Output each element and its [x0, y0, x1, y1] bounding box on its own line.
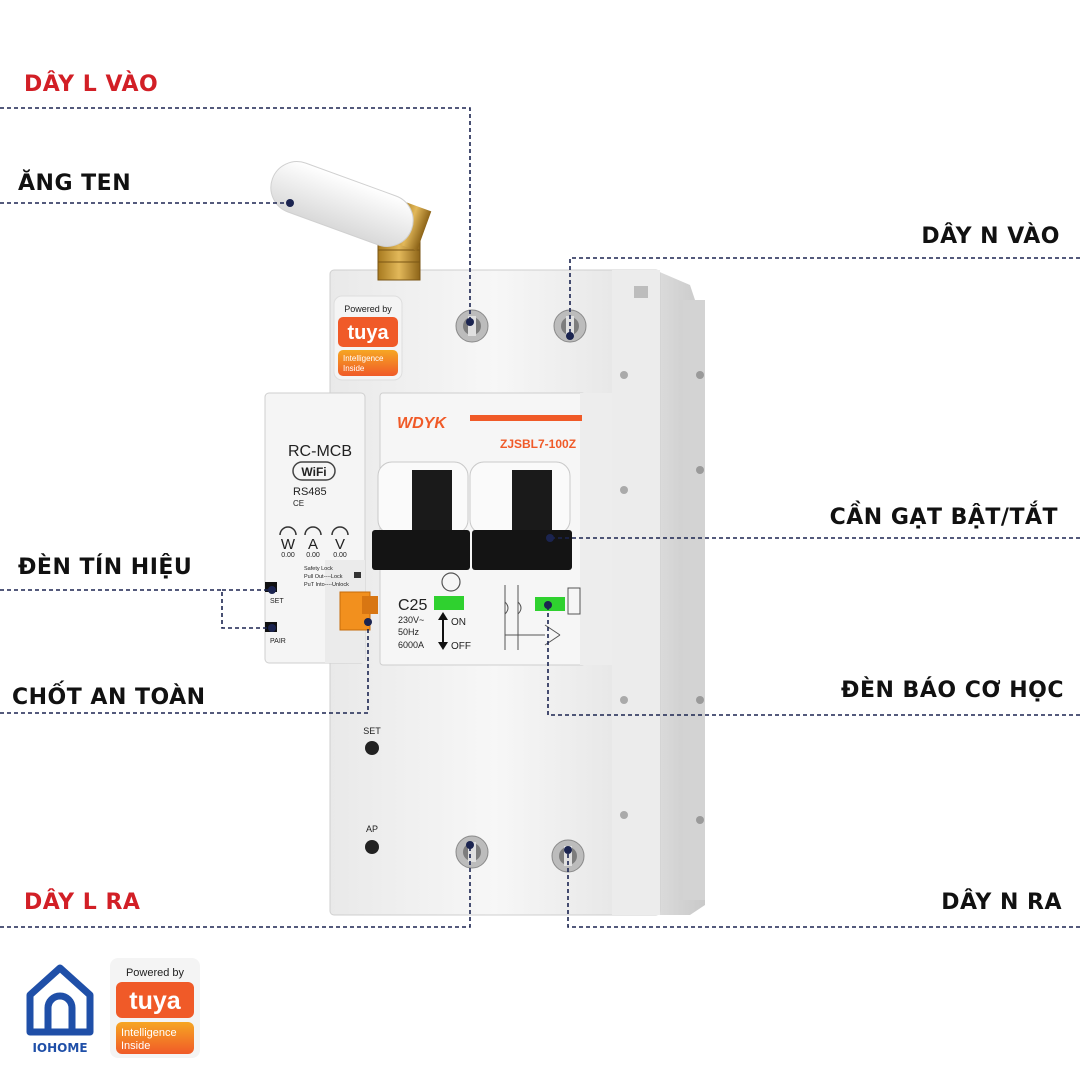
device-tuya-badge: Powered by tuya Intelligence Inside — [333, 295, 403, 381]
module-ce-mark: CE — [293, 499, 304, 508]
terminal-l-in — [455, 309, 489, 343]
module-title: RC-MCB — [288, 443, 352, 460]
lower-ap-label: AP — [366, 824, 378, 834]
callout-l-in: DÂY L VÀO — [24, 72, 159, 97]
line-n-out — [567, 850, 1080, 928]
breaker-model: ZJSBL7-100Z — [500, 437, 576, 451]
device-tuya-tagline-2: Inside — [343, 364, 365, 373]
callout-n-in: DÂY N VÀO — [921, 224, 1060, 249]
meter-symbol-w: W — [281, 536, 296, 553]
line-signal-light — [0, 589, 272, 629]
module-wifi-label: WiFi — [301, 465, 326, 479]
callout-mech-indicator: ĐÈN BÁO CƠ HỌC — [841, 678, 1064, 703]
line-l-out — [0, 845, 471, 928]
lower-set-label: SET — [363, 726, 381, 736]
lower-buttons: SET AP — [363, 726, 381, 854]
smart-module: RC-MCB WiFi RS485 CE W 0.00 A 0.00 V 0.0… — [264, 392, 378, 664]
tuya-logo: Powered by tuya Intelligence Inside — [110, 958, 200, 1058]
tuya-logo-tagline-2: Inside — [121, 1040, 150, 1052]
meter-value-a: 0.00 — [306, 552, 320, 559]
safety-lock-line-2: PuT Into----Unlock — [304, 582, 349, 588]
lower-ap-button — [365, 840, 379, 854]
callout-lever: CẦN GẠT BẬT/TẮT — [829, 505, 1058, 530]
device-side-panel — [655, 270, 705, 915]
meter-value-v: 0.00 — [333, 552, 347, 559]
safety-lock-title: Safety Lock — [304, 566, 333, 572]
meter-value-w: 0.00 — [281, 552, 295, 559]
callout-safety-lock: CHỐT AN TOÀN — [12, 685, 206, 710]
iohome-logo: IOHOME — [26, 964, 94, 1055]
iohome-wordmark: IOHOME — [32, 1041, 87, 1055]
callout-antenna: ĂNG TEN — [18, 171, 132, 196]
module-set-label: SET — [270, 598, 284, 605]
meter-readouts: W 0.00 A 0.00 V 0.00 — [279, 526, 349, 559]
breaker-lever — [372, 461, 572, 570]
line-mech-indicator — [547, 605, 1080, 716]
breaker-spec-voltage: 230V~ — [398, 615, 424, 625]
meter-symbol-v: V — [335, 536, 345, 553]
tuya-logo-tagline-1: Intelligence — [121, 1027, 177, 1039]
tuya-logo-powered-by: Powered by — [126, 967, 185, 979]
tuya-logo-brand: tuya — [129, 987, 182, 1015]
device-tuya-powered-by: Powered by — [344, 304, 392, 314]
callout-dots — [268, 199, 574, 854]
breaker-spec-capacity: 6000A — [398, 640, 424, 650]
breaker-logo: WDYK — [397, 415, 447, 432]
line-n-in — [569, 257, 1080, 338]
safety-lock-line-1: Pull Out----Lock — [304, 574, 343, 580]
line-safety-lock — [0, 622, 369, 714]
callout-lines — [0, 107, 1080, 928]
meter-symbol-a: A — [308, 536, 318, 553]
lower-set-button — [365, 741, 379, 755]
module-protocol: RS485 — [293, 486, 327, 498]
device-tuya-tagline-1: Intelligence — [343, 354, 384, 363]
breaker-off-label: OFF — [451, 641, 471, 652]
device-tuya-brand: tuya — [347, 322, 389, 344]
breaker-status-indicator — [434, 596, 464, 610]
breaker-spec-frequency: 50Hz — [398, 627, 420, 637]
callout-l-out: DÂY L RA — [24, 890, 141, 915]
breaker-rating: C25 — [398, 597, 427, 614]
terminal-l-out — [455, 835, 489, 869]
line-l-in — [0, 107, 471, 325]
antenna-icon — [270, 161, 432, 281]
callout-signal-light: ĐÈN TÍN HIỆU — [18, 555, 193, 580]
ccc-mark-icon — [441, 572, 461, 592]
module-pair-label: PAIR — [270, 638, 286, 645]
breaker-panel: WDYK ZJSBL7-100Z C25 230V~ 50Hz 6000A ON… — [372, 392, 612, 666]
callout-n-out: DÂY N RA — [941, 890, 1062, 915]
breaker-on-label: ON — [451, 617, 466, 628]
lock-icon — [354, 572, 361, 578]
